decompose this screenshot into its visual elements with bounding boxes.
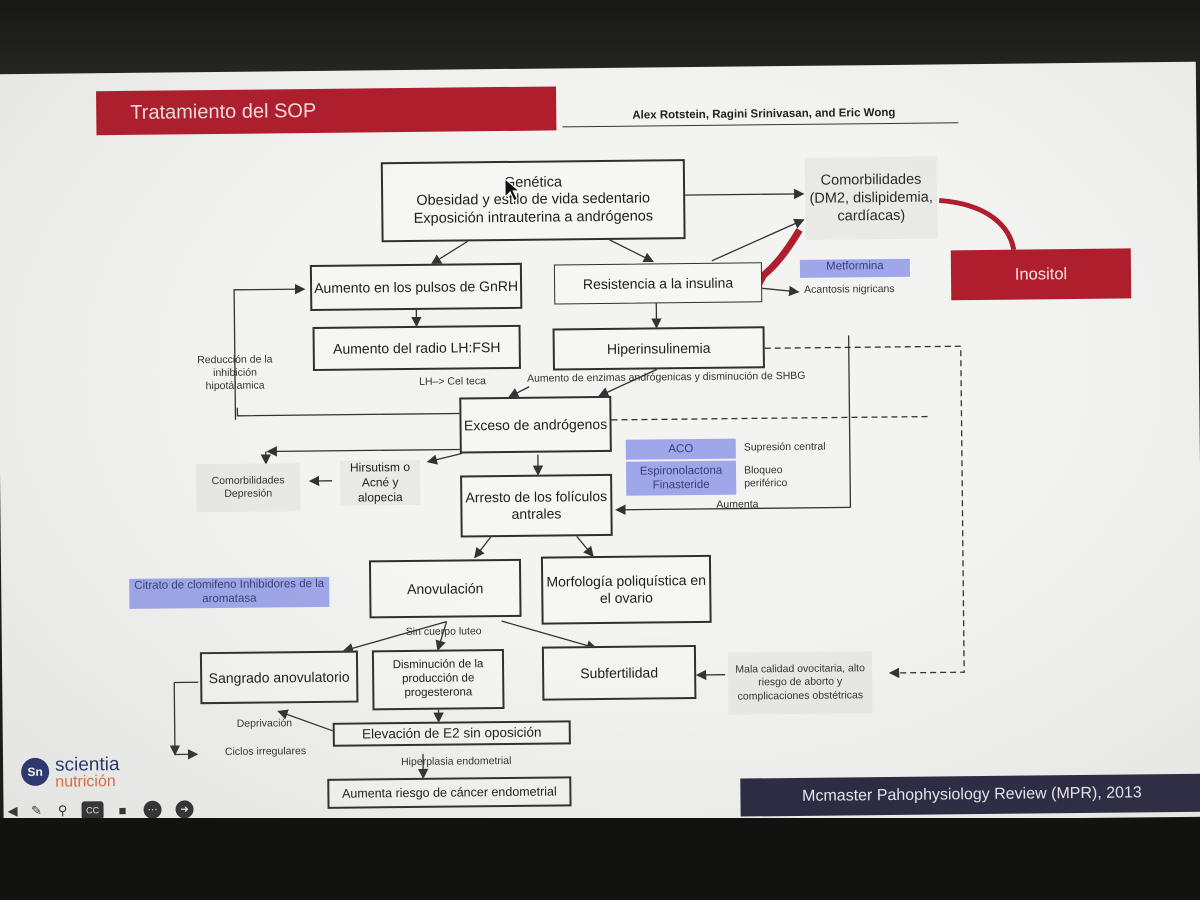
aco-label: ACO xyxy=(625,438,736,460)
espironolactona-label: Espironolactona Finasteride xyxy=(625,460,737,496)
polycystic-box: Morfología poliquística en el ovario xyxy=(540,554,712,625)
cancer-risk-box: Aumenta riesgo de cáncer endometrial xyxy=(327,776,572,809)
inositol-box: Inositol xyxy=(950,248,1132,301)
gnrh-box: Aumento en los pulsos de GnRH xyxy=(309,262,523,312)
causes-box: Genética Obesidad y estilo de vida seden… xyxy=(380,159,686,243)
comorbidities-top-label: Comorbilidades (DM2, dislipidemia, cardí… xyxy=(804,156,938,240)
hypothalamic-label: Reducción de la inhibición hipotálamica xyxy=(197,353,273,393)
antral-arrest-box: Arresto de los folículos antrales xyxy=(460,473,613,538)
insulin-resistance-box: Resistencia a la insulina xyxy=(553,262,763,305)
captions-icon[interactable]: CC xyxy=(81,801,104,820)
oocyte-quality-label: Mala calidad ovocitaria, alto riesgo de … xyxy=(727,651,873,715)
subfertility-box: Subfertilidad xyxy=(541,645,697,701)
deprivation-label: Deprivación xyxy=(236,717,293,730)
anovulatory-bleeding-box: Sangrado anovulatorio xyxy=(199,650,359,705)
diagram-arrows xyxy=(169,188,1017,780)
presentation-slide: Tratamiento del SOP Alex Rotstein, Ragin… xyxy=(0,61,1200,830)
e2-elevation-box: Elevación de E2 sin oposición xyxy=(332,720,571,747)
progesterone-box: Disminución de la producción de progeste… xyxy=(371,649,505,711)
exposure-label: Exposición intrauterina a andrógenos xyxy=(413,208,654,227)
scientia-logo-icon: Sn xyxy=(21,757,50,787)
lh-fsh-box: Aumento del radio LH:FSH xyxy=(312,324,521,372)
forward-icon[interactable]: ➜ xyxy=(175,800,194,819)
no-luteum-label: Sin cuerpo luteo xyxy=(405,625,482,639)
slide-title: Tratamiento del SOP xyxy=(130,99,317,124)
source-footer: Mcmaster Pahophysiology Review (MPR), 20… xyxy=(740,773,1200,817)
search-icon[interactable]: ⚲ xyxy=(57,802,68,818)
acantosis-label: Acantosis nigricans xyxy=(804,282,895,296)
logo-subtitle: nutrición xyxy=(55,773,116,791)
monitor-bezel-bottom xyxy=(0,818,1200,900)
lh-teca-label: LH–> Cel teca xyxy=(419,375,486,388)
androgen-excess-box: Exceso de andrógenos xyxy=(459,395,612,454)
aumenta-label: Aumenta xyxy=(716,498,759,511)
central-suppression-label: Supresión central xyxy=(743,440,826,454)
camera-icon[interactable]: ■ xyxy=(118,802,127,818)
irregular-cycles-label: Ciclos irregulares xyxy=(224,745,307,758)
clomifeno-label: Citrato de clomifeno Inhibidores de la a… xyxy=(129,576,330,609)
comorbidities-depression-label: Comorbilidades Depresión xyxy=(195,463,301,513)
peripheral-block-label: Bloqueo periférico xyxy=(743,464,788,490)
metformina-label: Metformina xyxy=(799,258,911,278)
anovulation-box: Anovulación xyxy=(368,558,522,619)
cursor-icon xyxy=(504,177,521,202)
hirsutism-label: Hirsutism o Acné y alopecia xyxy=(339,459,421,506)
more-icon[interactable]: ⋯ xyxy=(143,800,162,819)
hiperinsulinemia-box: Hiperinsulinemia xyxy=(552,326,765,371)
hyperplasia-label: Hiperplasia endometrial xyxy=(401,754,512,769)
